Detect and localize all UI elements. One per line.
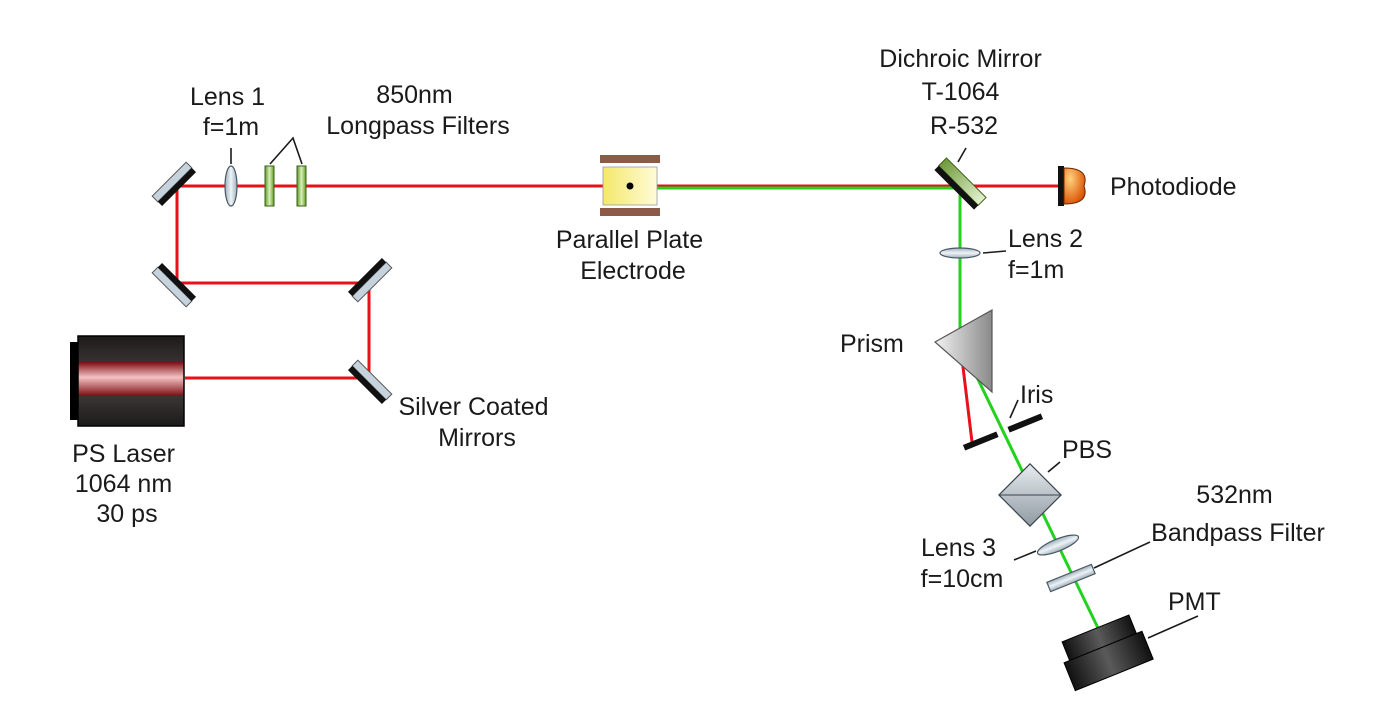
labels: PS Laser 1064 nm 30 ps Silver Coated Mir…: [72, 45, 1325, 616]
pmt: [1061, 614, 1199, 692]
focus-point: [626, 182, 634, 190]
label-pbs: PBS: [1062, 436, 1112, 464]
lens-icon: [224, 165, 238, 207]
iris-icon: [962, 413, 1044, 451]
mirror-icon: [347, 257, 393, 303]
label-prism: Prism: [840, 330, 904, 358]
label-parallel-plate-electrode: Parallel Plate Electrode: [556, 226, 710, 285]
iris: [962, 399, 1044, 451]
filter-icon: [1046, 563, 1096, 593]
beam-splitter-cube-icon: [998, 463, 1062, 527]
bandpass-filter: [1046, 541, 1151, 593]
pbs: [998, 461, 1062, 527]
label-longpass-filters: 850nm Longpass Filters: [326, 81, 509, 140]
mirror-icon: [347, 359, 393, 405]
filter-icon: [264, 165, 275, 207]
label-iris: Iris: [1020, 381, 1053, 409]
laser-end-cap: [70, 342, 78, 420]
red-beam-laser-to-mirrors: [175, 184, 630, 380]
lens-icon: [1036, 534, 1080, 556]
label-bandpass-filter: 532nm Bandpass Filter: [1151, 481, 1325, 547]
filter-icon: [296, 165, 307, 207]
silver-coated-mirrors: [151, 161, 393, 405]
lens-3: [1013, 534, 1080, 561]
electrode-top-plate: [600, 155, 660, 163]
label-lens-1: Lens 1 f=1m: [190, 83, 272, 141]
longpass-filters: [264, 136, 307, 207]
pmt-icon: [1061, 614, 1154, 692]
ps-laser: [70, 335, 185, 427]
label-ps-laser: PS Laser 1064 nm 30 ps: [72, 440, 182, 528]
label-lens-3: Lens 3 f=10cm: [921, 534, 1004, 593]
photodiode-base: [1058, 166, 1064, 206]
label-silver-coated-mirrors: Silver Coated Mirrors: [398, 393, 555, 452]
prism-icon: [933, 308, 993, 394]
label-photodiode: Photodiode: [1110, 173, 1237, 201]
label-lens-2: Lens 2 f=1m: [1008, 225, 1090, 284]
mirror-icon: [151, 262, 197, 308]
label-dichroic-mirror: Dichroic Mirror T-1064 R-532: [879, 45, 1048, 140]
parallel-plate-electrode: [600, 155, 660, 216]
mirror-icon: [151, 161, 197, 207]
lens-icon: [939, 247, 981, 259]
lens-1: [224, 148, 238, 207]
electrode-bottom-plate: [600, 208, 660, 216]
prism: [933, 308, 993, 394]
dichroic-mirror-icon: [934, 157, 987, 210]
lens-2: [939, 247, 1007, 259]
photodiode: [1058, 166, 1086, 206]
laser-cavity: [78, 362, 184, 396]
dichroic-mirror: [934, 147, 987, 210]
label-pmt: PMT: [1168, 588, 1221, 616]
